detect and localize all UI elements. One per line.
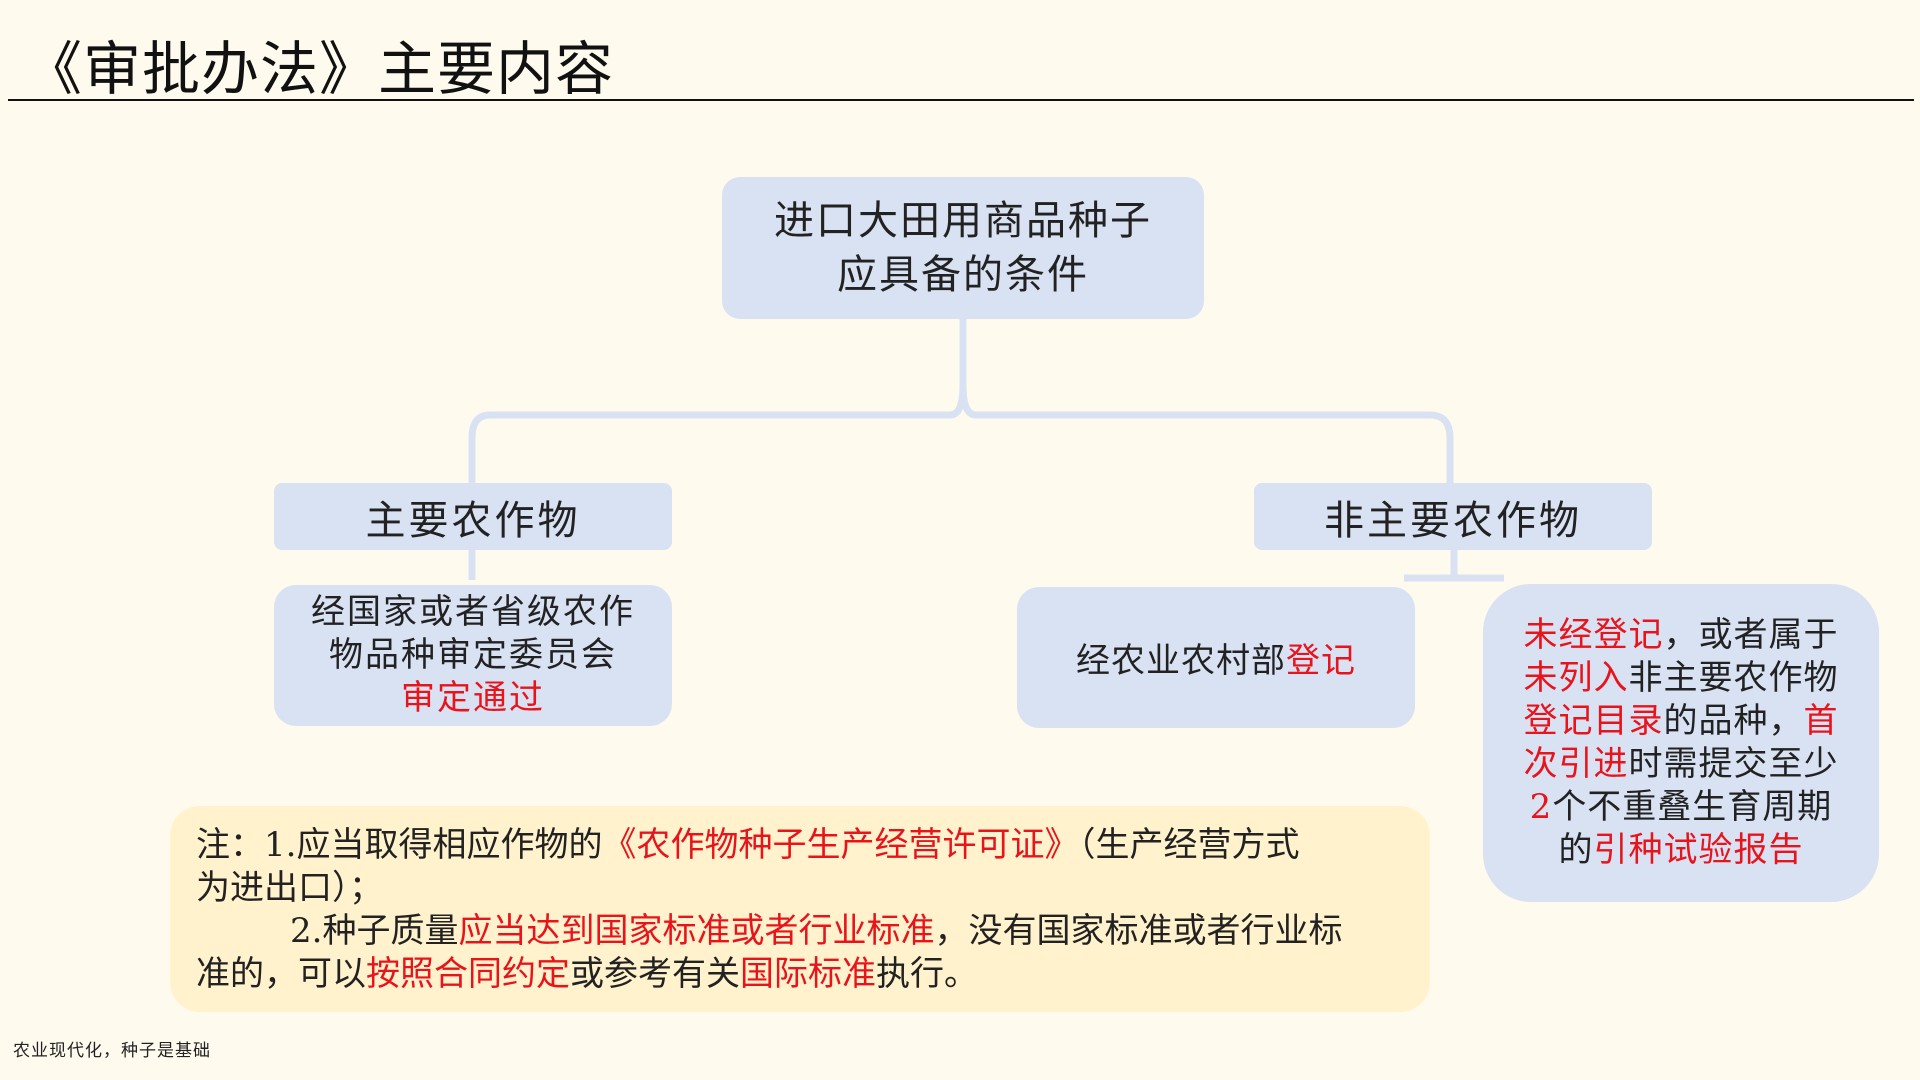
minor-new-line-5: 2个不重叠生育周期 <box>1530 786 1833 829</box>
minor-crops-label: 非主要农作物 <box>1324 497 1582 544</box>
plain-text: 注：1.应当取得相应作物的 <box>196 825 603 865</box>
minor-registered-condition: 经农业农村部登记 <box>1017 587 1415 728</box>
footer-slogan: 农业现代化，种子是基础 <box>13 1041 211 1061</box>
plain-text: 准的，可以 <box>196 954 366 994</box>
minor-new-line-1: 未经登记，或者属于 <box>1524 614 1839 657</box>
highlight-text: 按照合同约定 <box>366 954 570 994</box>
highlight-text: 未列入 <box>1523 658 1629 698</box>
plain-text: 个不重叠生育周期 <box>1552 787 1833 827</box>
minor-new-line-4: 次引进时需提交至少 <box>1524 743 1839 786</box>
brace-connector-right <box>959 384 1454 483</box>
minor-new-line-6: 的引种试验报告 <box>1559 829 1804 872</box>
minor-split-line <box>1404 550 1504 582</box>
note-line-3: 2.种子质量应当达到国家标准或者行业标准，没有国家标准或者行业标 <box>196 910 1406 953</box>
highlight-text: 《农作物种子生产经营许可证》 <box>602 825 1079 865</box>
plain-text: 执行。 <box>876 954 978 994</box>
note-line-4: 准的，可以按照合同约定或参考有关国际标准执行。 <box>196 953 1406 996</box>
minor-unregistered-condition: 未经登记，或者属于 未列入非主要农作物 登记目录的品种，首 次引进时需提交至少 … <box>1483 584 1879 902</box>
plain-text: （生产经营方式 <box>1078 825 1300 865</box>
plain-text: ，没有国家标准或者行业标 <box>934 911 1343 951</box>
highlight-text: 次引进 <box>1523 744 1629 784</box>
brace-connector <box>468 319 967 483</box>
plain-text: 或参考有关 <box>570 954 740 994</box>
plain-text: 非主要农作物 <box>1628 658 1839 698</box>
highlight-text: 登记目录 <box>1523 701 1664 741</box>
highlight-text: 首 <box>1803 701 1839 741</box>
root-line-2: 应具备的条件 <box>837 252 1089 298</box>
minor-crops-node: 非主要农作物 <box>1254 483 1652 550</box>
highlight-text: 应当达到国家标准或者行业标准 <box>458 911 935 951</box>
major-cond-line-1: 经国家或者省级农作 <box>311 592 635 632</box>
minor-new-line-2: 未列入非主要农作物 <box>1524 657 1839 700</box>
note-box: 注：1.应当取得相应作物的《农作物种子生产经营许可证》（生产经营方式 为进出口）… <box>170 806 1430 1012</box>
highlight-text: 国际标准 <box>740 954 876 994</box>
major-cond-line-2: 物品种审定委员会 <box>329 635 617 675</box>
major-crops-node: 主要农作物 <box>274 483 672 550</box>
plain-text: 的 <box>1558 830 1594 870</box>
note-line-1: 注：1.应当取得相应作物的《农作物种子生产经营许可证》（生产经营方式 <box>196 824 1406 867</box>
note-line-2: 为进出口）； <box>196 868 383 908</box>
highlight-text: 未经登记 <box>1523 615 1664 655</box>
minor-reg-plain: 经农业农村部 <box>1076 641 1286 681</box>
highlight-text: 引种试验报告 <box>1593 830 1804 870</box>
highlight-text: 2 <box>1529 787 1553 827</box>
major-crops-condition: 经国家或者省级农作 物品种审定委员会 审定通过 <box>274 585 672 726</box>
slide-title: 《审批办法》主要内容 <box>24 35 615 103</box>
root-node: 进口大田用商品种子 应具备的条件 <box>722 177 1204 319</box>
minor-reg-highlight: 登记 <box>1286 641 1356 681</box>
plain-text: 时需提交至少 <box>1628 744 1839 784</box>
major-cond-line-3: 审定通过 <box>401 678 545 718</box>
root-line-1: 进口大田用商品种子 <box>774 198 1152 244</box>
minor-reg-text: 经农业农村部登记 <box>1076 633 1356 682</box>
title-divider <box>8 99 1914 101</box>
plain-text: ，或者属于 <box>1663 615 1839 655</box>
plain-text: 2.种子质量 <box>290 911 459 951</box>
minor-new-line-3: 登记目录的品种，首 <box>1524 700 1839 743</box>
plain-text: 的品种， <box>1663 701 1804 741</box>
major-crops-label: 主要农作物 <box>365 497 581 544</box>
